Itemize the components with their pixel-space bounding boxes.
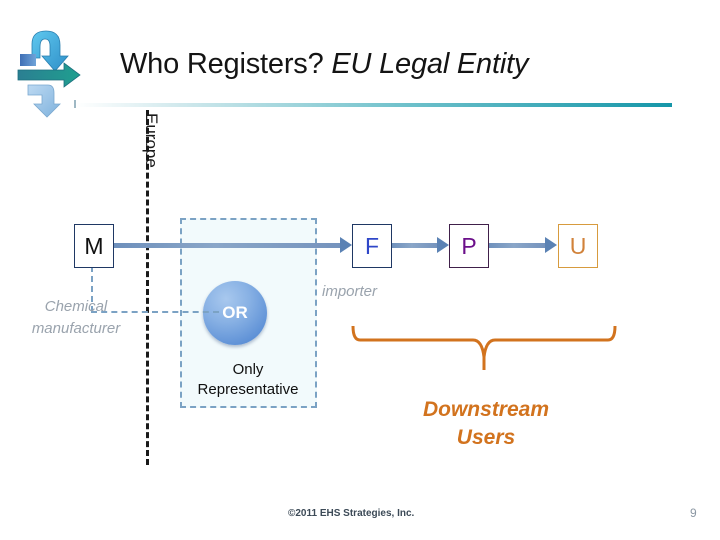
arrowhead-m-to-f xyxy=(340,237,352,253)
or-caption-line1: Only xyxy=(232,361,264,378)
node-manufacturer: M xyxy=(74,224,114,268)
manufacturer-to-or-connector-vertical xyxy=(91,266,93,312)
page-title-plain: Who Registers? xyxy=(120,48,332,80)
footer-page-number: 9 xyxy=(690,506,697,520)
flow-arrow-m-to-f xyxy=(112,243,341,248)
caption-importer: importer xyxy=(322,283,378,300)
manufacturer-to-or-connector-horizontal xyxy=(91,311,219,313)
node-importer: F xyxy=(352,224,392,268)
downstream-users-brace xyxy=(348,324,620,372)
europe-boundary-line xyxy=(146,110,149,465)
title-divider-rule xyxy=(76,103,672,107)
arrowhead-p-to-u xyxy=(545,237,557,253)
caption-chemical-manufacturer: Chemical manufacturer xyxy=(31,298,121,337)
or-caption-line2: Representative xyxy=(197,381,299,398)
or-circle: OR xyxy=(203,281,267,345)
only-representative-caption: Only Representative xyxy=(178,360,318,400)
flow-arrow-p-to-u xyxy=(487,243,546,248)
title-rule-tick xyxy=(74,100,76,108)
downstream-users-line2: Users xyxy=(456,426,516,449)
page-title-italic: EU Legal Entity xyxy=(331,48,529,80)
only-representative-region xyxy=(180,218,317,408)
arrowhead-f-to-p xyxy=(437,237,449,253)
europe-boundary-label: Europe xyxy=(142,113,161,168)
or-circle-label: OR xyxy=(222,303,248,322)
page-title: Who Registers? EU Legal Entity xyxy=(120,48,660,92)
downstream-users-line1: Downstream xyxy=(422,398,550,421)
footer-copyright: ©2011 EHS Strategies, Inc. xyxy=(288,508,415,519)
node-processor: P xyxy=(449,224,489,268)
node-user: U xyxy=(558,224,598,268)
downstream-users-label: Downstream Users xyxy=(386,396,586,452)
recycling-arrows-logo xyxy=(14,22,86,118)
flow-arrow-f-to-p xyxy=(390,243,438,248)
